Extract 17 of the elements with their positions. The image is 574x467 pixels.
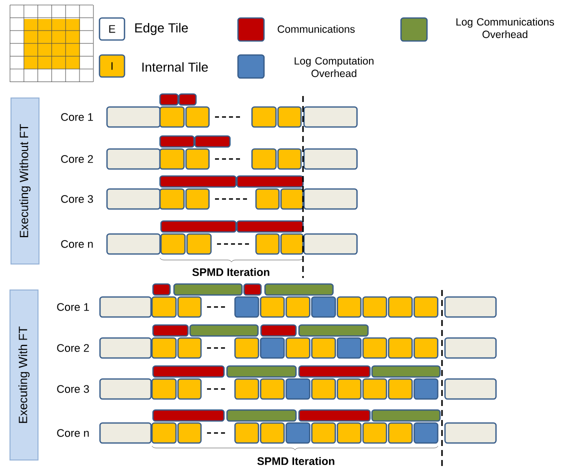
core-label: Core n (61, 240, 93, 248)
section-band: Executing Without FT (10, 98, 40, 264)
section-band: Executing With FT (10, 290, 38, 460)
core-label: Core 2 (57, 344, 89, 352)
legend-label: Edge Tile (135, 22, 188, 36)
core-label: Core 2 (61, 155, 93, 163)
core-label: Core n (57, 429, 89, 437)
core-label: Core 3 (57, 385, 89, 393)
core-label: Core 1 (57, 303, 89, 311)
core-label: Core 1 (61, 113, 93, 121)
core-label: Core 3 (61, 195, 93, 203)
legend-label: Communications (278, 25, 355, 33)
legend-label: Internal Tile (142, 62, 208, 72)
iteration-label: SPMD Iteration (192, 268, 270, 276)
legend-label: Log Computation Overhead (294, 56, 374, 78)
legend-label: Log Communications Overhead (456, 18, 554, 38)
iteration-label: SPMD Iteration (257, 456, 334, 466)
